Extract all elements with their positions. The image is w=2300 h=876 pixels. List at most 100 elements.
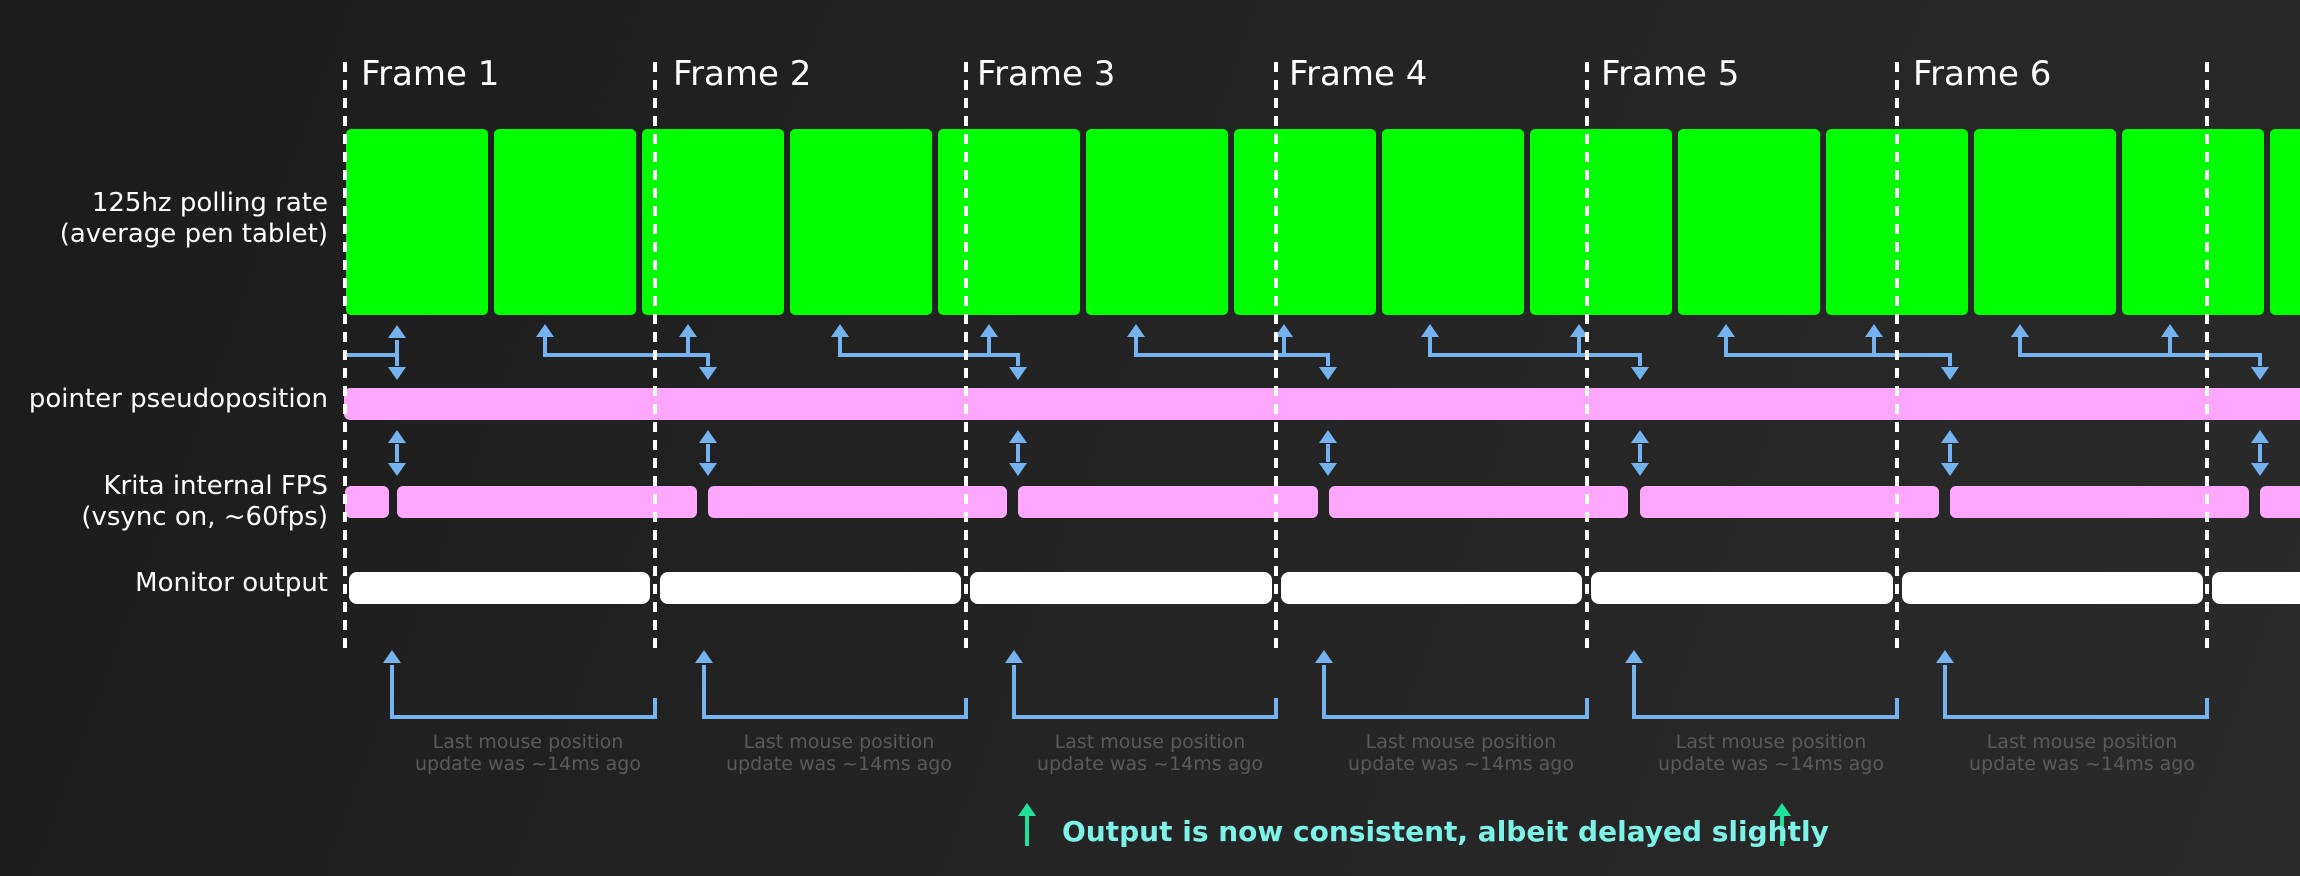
arrow-up-icon [1421, 324, 1439, 337]
poll-sample-block [1234, 129, 1376, 315]
frame-title: Frame 4 [1289, 54, 1428, 94]
frame-caption: Last mouse position update was ~14ms ago [408, 731, 648, 775]
poll-sample-block [346, 129, 488, 315]
arrow-up-icon [388, 430, 406, 443]
monitor-frame-segment [1591, 572, 1893, 604]
routing-line [1428, 330, 1642, 366]
routing-line [2018, 330, 2262, 366]
arrow-up-icon [980, 324, 998, 337]
poll-sample-block [1678, 129, 1820, 315]
arrow-up-icon [1570, 324, 1588, 337]
arrow-up-icon [679, 324, 697, 337]
frame-title: Frame 5 [1601, 54, 1740, 94]
row-label-polling-line1: 125hz polling rate [91, 188, 328, 218]
arrow-down-icon [1941, 463, 1959, 476]
arrow-up-icon [1625, 650, 1643, 663]
routing-line [543, 330, 710, 366]
arrow-up-icon [1275, 324, 1293, 337]
arrow-down-icon [1631, 367, 1649, 380]
frame-caption-line2: update was ~14ms ago [1348, 753, 1574, 775]
arrow-up-icon [2161, 324, 2179, 337]
poll-sample-block [1086, 129, 1228, 315]
arrow-down-icon [2251, 463, 2269, 476]
arrow-up-icon [1865, 324, 1883, 337]
frame-caption-line1: Last mouse position [432, 731, 624, 753]
row-label-polling: 125hz polling rate (average pen tablet) [8, 188, 328, 250]
row-label-pseudoposition-line1: pointer pseudoposition [28, 384, 328, 414]
fps-frame-segment [2260, 486, 2300, 518]
monitor-frame-segment [2212, 572, 2300, 604]
frame-caption-line2: update was ~14ms ago [415, 753, 641, 775]
latency-bracket [702, 665, 968, 719]
arrow-up-icon [2011, 324, 2029, 337]
latency-bracket [1322, 665, 1589, 719]
frame-title: Frame 3 [977, 54, 1116, 94]
fps-frame-segment [397, 486, 697, 518]
fps-frame-segment [1950, 486, 2249, 518]
latency-bracket [390, 665, 657, 719]
arrow-down-icon [699, 463, 717, 476]
arrow-down-icon [388, 367, 406, 380]
routing-line [838, 330, 1020, 366]
row-label-monitor-line1: Monitor output [135, 568, 328, 598]
arrow-up-icon [831, 324, 849, 337]
fps-frame-segment [1018, 486, 1318, 518]
row-label-fps-line1: Krita internal FPS [103, 471, 328, 501]
arrow-down-icon [1941, 367, 1959, 380]
pseudoposition-bar [344, 388, 2300, 420]
frame-caption: Last mouse position update was ~14ms ago [1030, 731, 1270, 775]
arrow-down-icon [388, 463, 406, 476]
arrow-up-icon [1009, 430, 1027, 443]
arrow-up-icon [1773, 803, 1791, 816]
arrow-up-icon [1127, 324, 1145, 337]
arrow-down-icon [1009, 367, 1027, 380]
frame-caption-line2: update was ~14ms ago [1037, 753, 1263, 775]
arrow-up-icon [1936, 650, 1954, 663]
arrow-down-icon [1009, 463, 1027, 476]
arrow-down-icon [1631, 463, 1649, 476]
arrow-up-icon [1941, 430, 1959, 443]
frame-caption: Last mouse position update was ~14ms ago [1962, 731, 2202, 775]
monitor-frame-segment [970, 572, 1272, 604]
arrow-up-icon [1018, 803, 1036, 816]
arrow-up-icon [1717, 324, 1735, 337]
arrow-up-icon [536, 324, 554, 337]
arrow-down-icon [1319, 463, 1337, 476]
latency-bracket [1632, 665, 1899, 719]
routing-line [1134, 330, 1330, 366]
row-label-fps: Krita internal FPS (vsync on, ~60fps) [8, 471, 328, 533]
fps-frame-segment [1329, 486, 1628, 518]
fps-frame-segment [1640, 486, 1939, 518]
row-label-polling-line2: (average pen tablet) [59, 219, 328, 249]
arrow-down-icon [1319, 367, 1337, 380]
monitor-frame-segment [1902, 572, 2203, 604]
arrow-down-icon [2251, 367, 2269, 380]
routing-line [1724, 330, 1952, 366]
frame-caption-line1: Last mouse position [1054, 731, 1246, 753]
arrow-up-icon [699, 430, 717, 443]
arrow-up-icon [1631, 430, 1649, 443]
poll-sample-block [642, 129, 784, 315]
poll-sample-block [494, 129, 636, 315]
frame-caption: Last mouse position update was ~14ms ago [1651, 731, 1891, 775]
poll-sample-block [1382, 129, 1524, 315]
poll-sample-block [1826, 129, 1968, 315]
fps-frame-segment [708, 486, 1007, 518]
poll-sample-block [2122, 129, 2264, 315]
arrow-up-icon [388, 325, 406, 338]
frame-title: Frame 6 [1913, 54, 2052, 94]
poll-sample-block [938, 129, 1080, 315]
frame-caption-line1: Last mouse position [1675, 731, 1867, 753]
arrow-up-icon [1319, 430, 1337, 443]
latency-bracket [1943, 665, 2209, 719]
arrow-up-icon [383, 650, 401, 663]
consistency-note: Output is now consistent, albeit delayed… [1062, 815, 1829, 848]
arrow-up-icon [695, 650, 713, 663]
arrow-down-icon [699, 367, 717, 380]
poll-sample-block [2270, 129, 2300, 315]
latency-bracket [1012, 665, 1278, 719]
frame-caption-line2: update was ~14ms ago [1969, 753, 2195, 775]
frame-title: Frame 2 [673, 54, 812, 94]
poll-sample-block [1974, 129, 2116, 315]
